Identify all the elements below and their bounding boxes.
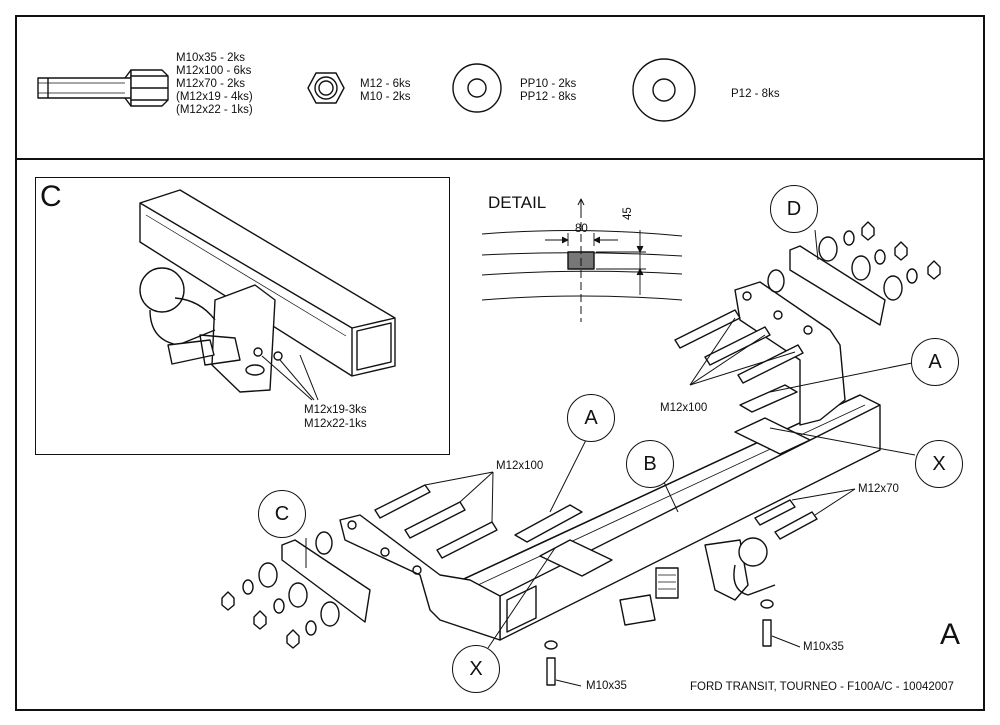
drawing-footer: FORD TRANSIT, TOURNEO - F100A/C - 100420… <box>690 681 954 693</box>
bolt-legend-line: M10x35 - 2ks <box>176 52 246 64</box>
nut-legend-line: M10 - 2ks <box>360 91 411 103</box>
fasteners-right <box>767 221 941 301</box>
bolt-legend: M10x35 - 2ks M12x100 - 6ks M12x70 - 2ks … <box>176 52 253 117</box>
label-m12x100-right: M12x100 <box>660 402 708 414</box>
section-detail-drawing <box>481 198 683 322</box>
large-washer-legend-line: P12 - 8ks <box>731 88 780 100</box>
label-m10x35-right: M10x35 <box>803 641 844 653</box>
small-washer-legend-line: PP10 - 2ks <box>520 78 577 90</box>
small-washer-icon <box>452 63 502 113</box>
detail-c-letter: C <box>40 180 62 213</box>
bolt-legend-line: (M12x22 - 1ks) <box>176 104 253 116</box>
main-assembly-drawing <box>221 221 941 687</box>
view-letter: A <box>940 618 961 651</box>
nut-legend: M12 - 6ks M10 - 2ks <box>360 78 411 104</box>
callout-d: D <box>770 185 818 233</box>
detail-c-bolt-label-2: M12x22-1ks <box>304 418 367 430</box>
bolt-legend-line: M12x100 - 6ks <box>176 65 252 77</box>
label-m12x70: M12x70 <box>858 483 899 495</box>
fasteners-left <box>221 531 340 649</box>
large-washer-legend: P12 - 8ks <box>731 88 780 101</box>
callout-b: B <box>626 440 674 488</box>
callout-a-center: A <box>567 394 615 442</box>
dimension-width: 80 <box>575 223 588 235</box>
legend-divider <box>15 158 985 160</box>
drawing-border <box>15 15 985 711</box>
small-washer-legend-line: PP12 - 8ks <box>520 91 577 103</box>
large-washer-icon <box>632 58 696 122</box>
nut-legend-line: M12 - 6ks <box>360 78 411 90</box>
tow-ball <box>619 537 776 626</box>
callout-c: C <box>258 490 306 538</box>
callout-a-right: A <box>911 338 959 386</box>
detail-c-frame <box>35 177 450 455</box>
dimension-height: 45 <box>622 207 634 220</box>
callout-x-bottom: X <box>452 645 500 693</box>
bolt-legend-line: (M12x19 - 4ks) <box>176 91 253 103</box>
bolt-legend-line: M12x70 - 2ks <box>176 78 246 90</box>
bolt-icon <box>37 69 169 107</box>
callout-x-right: X <box>915 440 963 488</box>
small-washer-legend: PP10 - 2ks PP12 - 8ks <box>520 78 576 104</box>
label-m12x100-left: M12x100 <box>496 460 544 472</box>
bolts-left <box>374 484 498 559</box>
detail-c-bolt-label-1: M12x19-3ks <box>304 404 367 416</box>
detail-title: DETAIL <box>488 193 547 212</box>
label-m10x35-left: M10x35 <box>586 680 627 692</box>
detail-c-drawing <box>139 189 396 401</box>
nut-icon <box>307 72 345 104</box>
